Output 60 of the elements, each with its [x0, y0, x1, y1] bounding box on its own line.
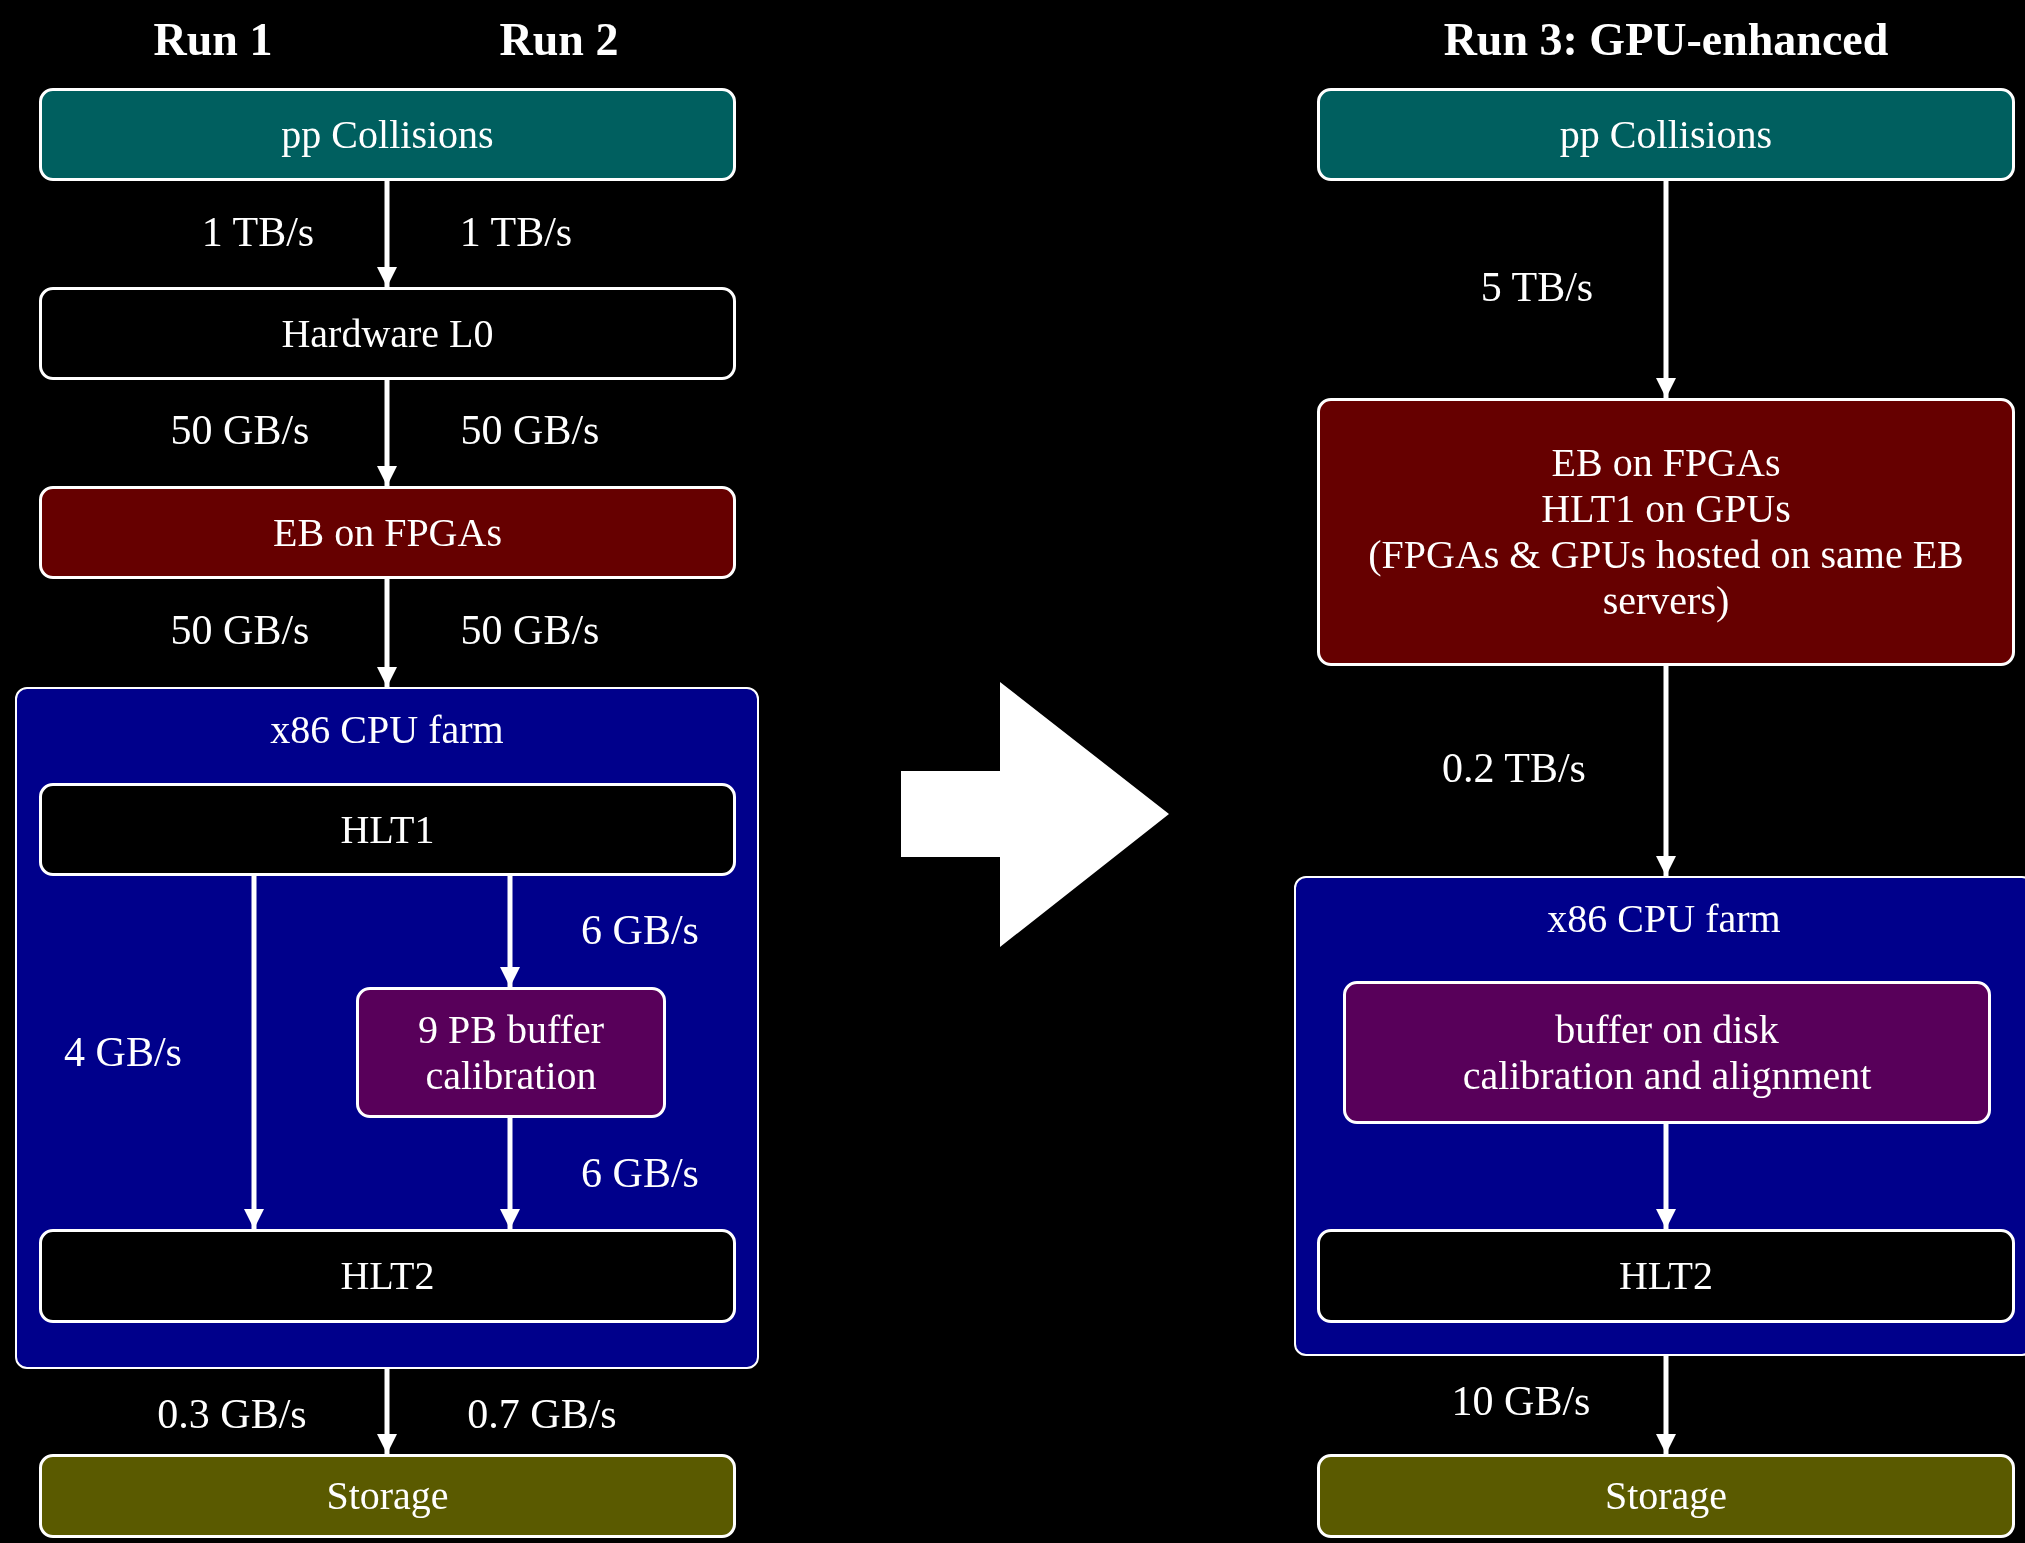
process-box — [39, 486, 736, 579]
process-box — [39, 783, 736, 876]
column-title: Run 2 — [499, 12, 619, 66]
process-box — [1317, 1454, 2015, 1538]
rate-label: 50 GB/s — [460, 606, 600, 654]
node-label: 9 PB buffer — [418, 1006, 604, 1053]
process-box — [39, 88, 736, 181]
process-box — [1317, 1229, 2015, 1323]
arrow — [1656, 1356, 1676, 1454]
group-title: x86 CPU farm — [270, 707, 504, 753]
edge-label: 50 GB/s — [170, 606, 310, 654]
node-label: EB on FPGAs — [1551, 440, 1781, 486]
arrow — [244, 876, 264, 1229]
edge-label: 50 GB/s — [170, 406, 310, 454]
arrow — [500, 876, 520, 987]
node-label: pp Collisions — [1559, 111, 1773, 158]
node-label: EB on FPGAs — [273, 509, 502, 556]
arrow — [377, 579, 397, 687]
process-box — [1343, 981, 1991, 1124]
edge-label: 5 TB/s — [1480, 263, 1594, 311]
process-box — [1317, 398, 2015, 666]
group-title: x86 CPU farm — [1547, 896, 1781, 942]
node-label: HLT2 — [1618, 1253, 1714, 1299]
rate-label: 1 TB/s — [459, 208, 573, 256]
node-label: HLT2 — [340, 1253, 435, 1299]
group-box — [1294, 876, 2025, 1356]
edge-label: 4 GB/s — [64, 1028, 182, 1076]
process-box — [39, 287, 736, 380]
edge-label: 0.2 TB/s — [1442, 744, 1586, 792]
rate-label: 50 GB/s — [460, 406, 600, 454]
node-label: calibration — [425, 1052, 597, 1099]
node-label: HLT1 on GPUs — [1541, 486, 1791, 532]
node-label: Storage — [326, 1473, 449, 1519]
rate-label: 0.7 GB/s — [467, 1390, 617, 1438]
arrow — [377, 1369, 397, 1454]
node-label: HLT1 — [340, 806, 435, 853]
process-box — [39, 1454, 736, 1538]
column-title: Run 3: GPU-enhanced — [1443, 12, 1889, 66]
arrow — [500, 1118, 520, 1229]
arrow — [1656, 1124, 1676, 1229]
arrow — [377, 181, 397, 287]
node-label: calibration and alignment — [1462, 1052, 1872, 1099]
node-label: (FPGAs & GPUs hosted on same EB servers) — [1367, 532, 1965, 624]
edge-label: 0.3 GB/s — [157, 1390, 307, 1438]
arrow — [1656, 666, 1676, 876]
edge-label: 1 TB/s — [201, 208, 315, 256]
column-title: Run 1 — [153, 12, 273, 66]
node-label: Storage — [1604, 1473, 1728, 1519]
process-box — [356, 987, 666, 1118]
node-label: pp Collisions — [281, 111, 494, 158]
arrow — [377, 380, 397, 486]
edge-label: 6 GB/s — [581, 1149, 699, 1197]
edge-label: 6 GB/s — [581, 906, 699, 954]
edge-label: 10 GB/s — [1451, 1377, 1591, 1425]
node-label: buffer on disk — [1555, 1006, 1779, 1053]
process-box — [1317, 88, 2015, 181]
process-box — [39, 1229, 736, 1323]
group-box — [15, 687, 759, 1369]
arrow — [1656, 181, 1676, 398]
node-label: Hardware L0 — [281, 310, 494, 357]
